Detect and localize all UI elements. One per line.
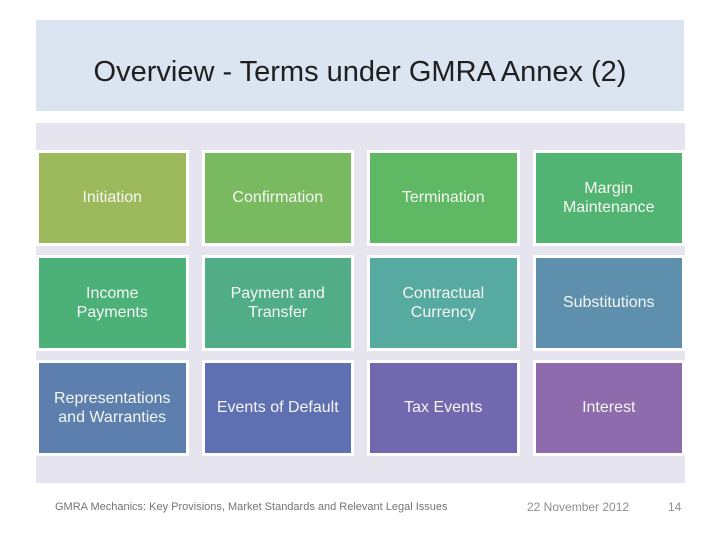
term-cell-initiation: Initiation [36,150,189,246]
terms-grid: Initiation Confirmation Termination Marg… [36,123,685,483]
footer-deck-title: GMRA Mechanics: Key Provisions, Market S… [55,501,448,513]
term-cell-margin-maintenance: Margin Maintenance [532,150,685,246]
term-cell-tax-events: Tax Events [367,360,520,456]
footer-date: 22 November 2012 [527,500,630,514]
term-cell-income-payments: Income Payments [36,255,189,351]
term-cell-substitutions: Substitutions [532,255,685,351]
term-cell-payment-and-transfer: Payment and Transfer [201,255,354,351]
term-cell-confirmation: Confirmation [201,150,354,246]
slide-title: Overview - Terms under GMRA Annex (2) [36,20,684,111]
footer-page-number: 14 [668,500,682,514]
term-cell-events-of-default: Events of Default [201,360,354,456]
term-cell-representations-and-warranties: Representations and Warranties [36,360,189,456]
term-cell-termination: Termination [367,150,520,246]
term-cell-contractual-currency: Contractual Currency [367,255,520,351]
term-cell-interest: Interest [532,360,685,456]
